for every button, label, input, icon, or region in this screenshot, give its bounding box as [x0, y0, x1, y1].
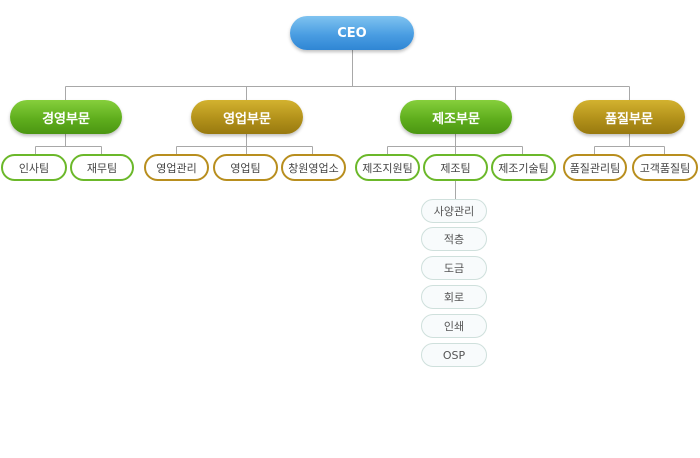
ceo-node[interactable]: CEO [290, 16, 414, 50]
subunit-circuit[interactable]: 회로 [421, 285, 487, 309]
team-manufacturing-support[interactable]: 제조지원팀 [355, 154, 420, 181]
subunit-lamination[interactable]: 적층 [421, 227, 487, 251]
subunit-printing[interactable]: 인쇄 [421, 314, 487, 338]
division-management[interactable]: 경영부문 [10, 100, 122, 134]
subunit-spec-management[interactable]: 사양관리 [421, 199, 487, 223]
division-quality[interactable]: 품질부문 [573, 100, 685, 134]
team-hr[interactable]: 인사팀 [1, 154, 67, 181]
team-manufacturing[interactable]: 제조팀 [423, 154, 488, 181]
team-manufacturing-technology[interactable]: 제조기술팀 [491, 154, 556, 181]
subunit-osp[interactable]: OSP [421, 343, 487, 367]
division-sales[interactable]: 영업부문 [191, 100, 303, 134]
team-quality-management[interactable]: 품질관리팀 [563, 154, 627, 181]
division-manufacturing[interactable]: 제조부문 [400, 100, 512, 134]
team-customer-quality[interactable]: 고객품질팀 [632, 154, 698, 181]
team-finance[interactable]: 재무팀 [70, 154, 134, 181]
team-sales-management[interactable]: 영업관리 [144, 154, 209, 181]
subunit-plating[interactable]: 도금 [421, 256, 487, 280]
team-sales[interactable]: 영업팀 [213, 154, 278, 181]
team-changwon-sales-office[interactable]: 창원영업소 [281, 154, 346, 181]
